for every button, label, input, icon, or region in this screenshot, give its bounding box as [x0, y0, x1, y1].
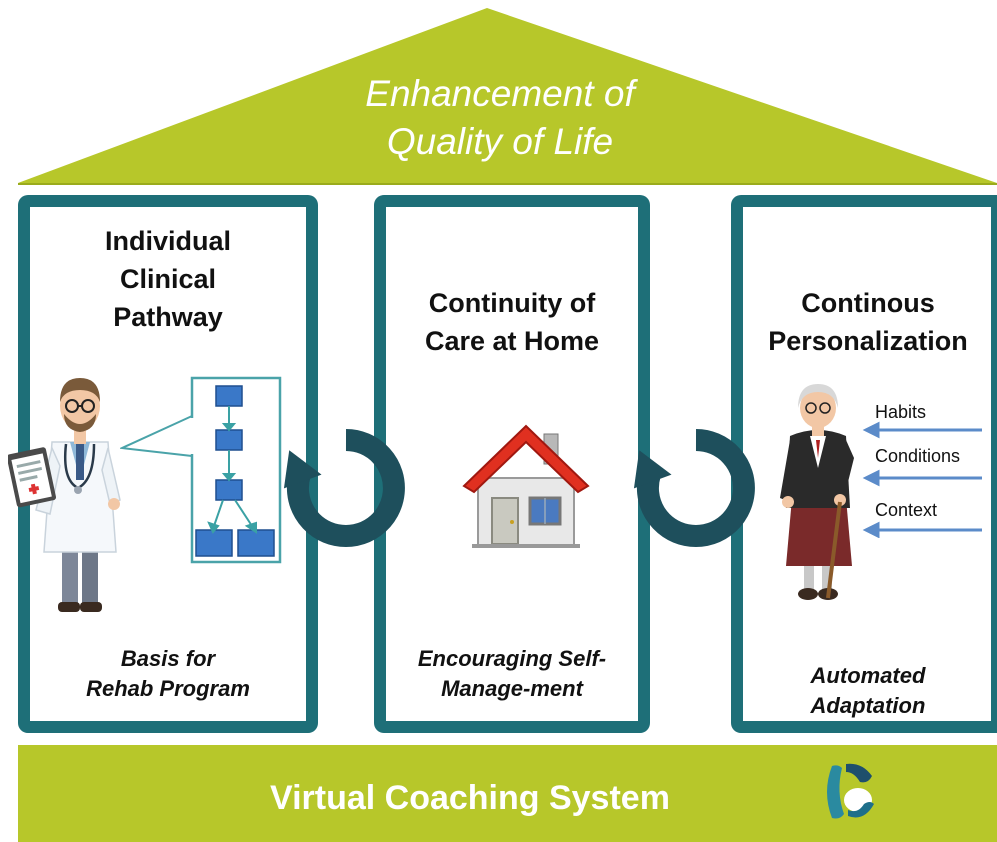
pillar-1-footer-line: Basis for	[120, 646, 216, 671]
pillar-2-footer-line: Manage-ment	[441, 676, 583, 701]
pillar-3-title: Continous Personalization	[743, 284, 993, 360]
foundation-title: Virtual Coaching System	[270, 779, 670, 817]
factor-habits-label: Habits	[875, 402, 927, 422]
factor-conditions-label: Conditions	[875, 446, 961, 466]
cycle-arrow-icon	[283, 429, 405, 547]
pillar-3-footer-line: Automated	[810, 663, 926, 688]
pillar-3-footer: Automated Adaptation	[743, 661, 993, 721]
house-icon	[462, 424, 590, 548]
pillar-1-footer: Basis for Rehab Program	[30, 644, 306, 704]
factor-arrows	[862, 421, 982, 538]
pillar-2-footer: Encouraging Self- Manage-ment	[386, 644, 638, 704]
pillar-2-footer-line: Encouraging Self-	[417, 646, 607, 671]
arrow-left-icon	[862, 521, 880, 538]
arrow-left-icon	[862, 469, 880, 487]
pillar-1-title-line: Pathway	[113, 302, 223, 332]
pillar-3-title-line: Personalization	[768, 326, 968, 356]
arrow-left-icon	[862, 421, 880, 439]
flowchart-icon	[120, 376, 282, 564]
pillar-1-footer-line: Rehab Program	[86, 676, 250, 701]
factor-context-label: Context	[875, 500, 938, 520]
cycle-arrow-icon	[633, 429, 755, 547]
pillar-personalization	[731, 195, 997, 733]
pillar-1-title: Individual Clinical Pathway	[30, 222, 306, 336]
pillar-3-title-line: Continous	[801, 288, 935, 318]
pillar-3-footer-line: Adaptation	[810, 693, 926, 718]
doctor-icon	[8, 378, 121, 612]
pillar-2-title-line: Care at Home	[424, 326, 600, 356]
pillar-2-title: Continuity of Care at Home	[386, 284, 638, 360]
pillar-1-title-line: Individual	[104, 226, 231, 256]
pillar-continuity-of-care	[374, 195, 650, 733]
roof-title-line-1: Enhancement of	[365, 73, 635, 114]
pillar-2-title-line: Continuity of	[428, 288, 596, 318]
roof-title-line-2: Quality of Life	[386, 121, 614, 162]
pillar-1-title-line: Clinical	[119, 264, 217, 294]
roof-title: Enhancement of Quality of Life	[300, 70, 700, 166]
logo-icon	[827, 763, 874, 819]
elderly-woman-icon	[780, 384, 854, 600]
